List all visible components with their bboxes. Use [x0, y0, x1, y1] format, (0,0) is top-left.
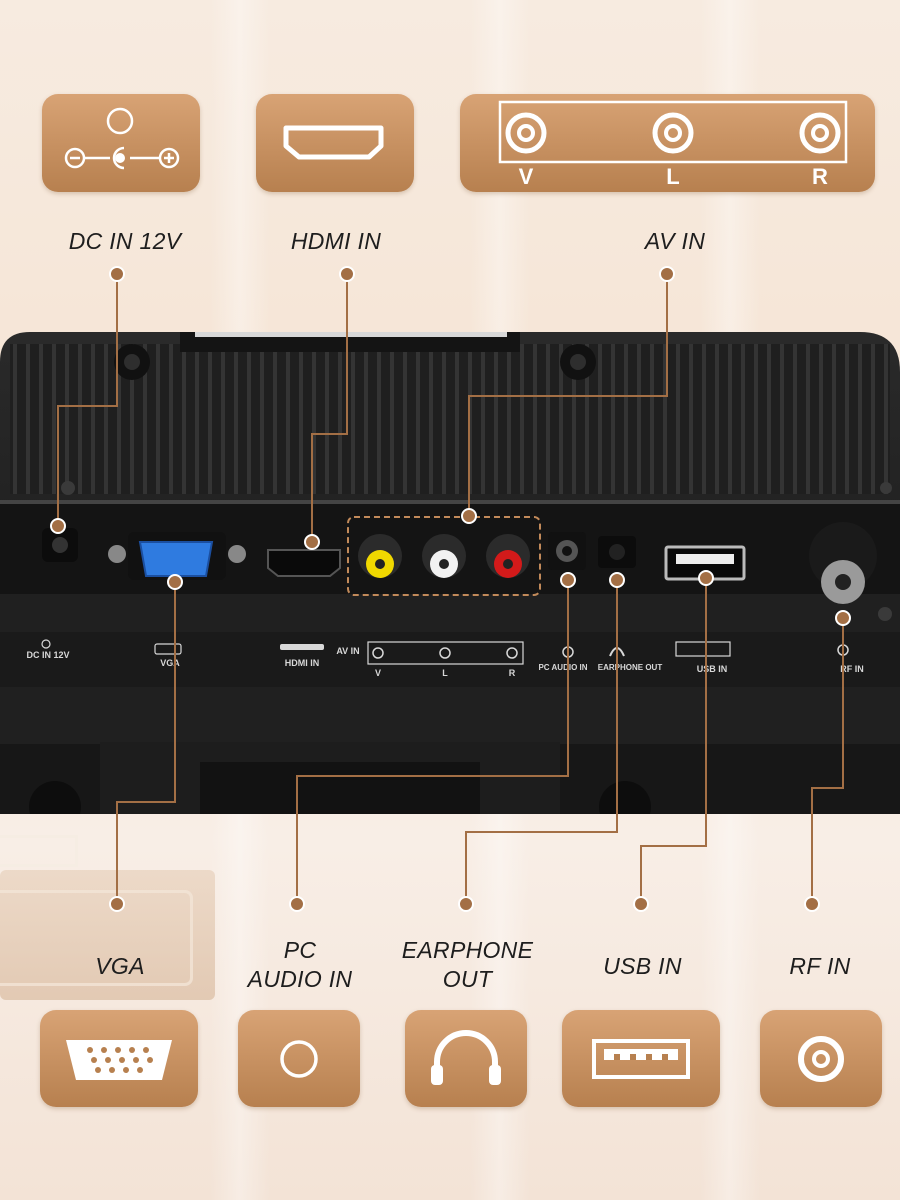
av-v-label: V [519, 164, 534, 189]
vga-tile [40, 1010, 198, 1107]
rca-av-icon: V L R [498, 100, 848, 189]
av-in-label: AV IN [644, 228, 706, 254]
pc-audio-label: PC AUDIO IN [225, 936, 375, 994]
dc-callout-dot [109, 266, 125, 282]
silk-rf: RF IN [840, 664, 864, 674]
tv-rear-panel-illustration: DC IN 12V VGA HDMI IN AV IN V L R PC AUD… [0, 332, 900, 814]
earphone-callout-dot [458, 896, 474, 912]
dc-power-icon [64, 107, 180, 170]
headphones-icon [431, 1030, 501, 1085]
hdmi-in-tile [256, 94, 414, 192]
silk-r: R [509, 668, 516, 678]
silk-pc-audio: PC AUDIO IN [538, 663, 587, 672]
pc-audio-callout-dot [289, 896, 305, 912]
silk-vga: VGA [160, 658, 180, 668]
pc-audio-label-line2: AUDIO IN [247, 966, 353, 992]
audio-jack-icon [280, 1040, 318, 1078]
dc-in-label: DC IN 12V [68, 228, 182, 254]
av-l-label: L [666, 164, 679, 189]
av-callout-dot [659, 266, 675, 282]
hdmi-icon [283, 125, 384, 160]
vga-icon [66, 1040, 172, 1080]
av-in-tile: V L R [460, 94, 875, 192]
rf-tile [760, 1010, 882, 1107]
av-r-label: R [812, 164, 828, 189]
tv-rear-panel: DC IN 12V VGA HDMI IN AV IN V L R PC AUD… [0, 332, 900, 814]
silk-hdmi: HDMI IN [285, 658, 320, 668]
hdmi-callout-dot [339, 266, 355, 282]
usb-icon [592, 1039, 690, 1079]
pc-audio-tile [238, 1010, 360, 1107]
earphone-label-line2: OUT [442, 966, 493, 992]
rf-in-label: RF IN [789, 953, 851, 979]
rf-coax-icon [798, 1036, 844, 1082]
usb-in-label: USB IN [603, 953, 682, 979]
earphone-tile [405, 1010, 527, 1107]
silk-v: V [375, 668, 381, 678]
silk-l: L [442, 668, 448, 678]
earphone-label-line1: EARPHONE [401, 937, 534, 963]
hdmi-in-label: HDMI IN [290, 228, 382, 254]
silk-usb: USB IN [697, 664, 728, 674]
vga-callout-dot [109, 896, 125, 912]
silk-earphone: EARPHONE OUT [598, 663, 663, 672]
usb-tile [562, 1010, 720, 1107]
wall-vent [0, 835, 78, 867]
earphone-out-label: EARPHONE OUT [385, 936, 550, 994]
pc-audio-label-line1: PC [283, 937, 317, 963]
silk-dc: DC IN 12V [26, 650, 69, 660]
rf-callout-dot [804, 896, 820, 912]
vga-label: VGA [95, 953, 145, 979]
silk-av: AV IN [336, 646, 359, 656]
dc-in-tile [42, 94, 200, 192]
usb-callout-dot [633, 896, 649, 912]
